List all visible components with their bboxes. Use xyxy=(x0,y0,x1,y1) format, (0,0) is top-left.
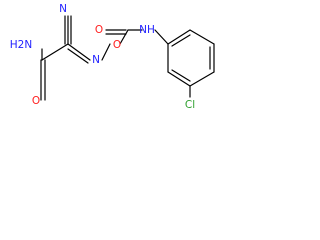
bond-cn-1 xyxy=(67,43,91,61)
bond-lines xyxy=(40,15,215,101)
bond-n-o xyxy=(101,43,111,61)
ring-bond-5 xyxy=(167,71,191,87)
ring-inner-1 xyxy=(171,34,191,47)
ring-inner-3 xyxy=(171,69,191,82)
ring-bond-4 xyxy=(189,71,215,87)
atom-label-nitrile-n: N xyxy=(59,3,67,15)
atom-label-imine-n: N xyxy=(92,54,100,66)
ring-bond-1 xyxy=(167,29,191,45)
atom-label-ester-o: O xyxy=(113,39,121,51)
atom-label-cl: Cl xyxy=(185,99,195,111)
bond-nh-aryl xyxy=(154,29,169,45)
atom-labels: N H2N N O O NH O Cl xyxy=(10,3,195,111)
atom-label-nh: NH xyxy=(139,24,155,36)
atom-label-amine-h2n: H2N xyxy=(10,39,32,51)
bond-cn-2 xyxy=(67,48,89,64)
bond-central-amide xyxy=(41,43,69,61)
ring-bond-2 xyxy=(189,29,215,45)
bond-o-c xyxy=(119,29,129,45)
structure-diagram: N H2N N O O NH O Cl xyxy=(10,3,215,111)
atom-label-carbonyl-o: O xyxy=(95,24,103,36)
atom-label-amide-o: O xyxy=(32,95,40,107)
